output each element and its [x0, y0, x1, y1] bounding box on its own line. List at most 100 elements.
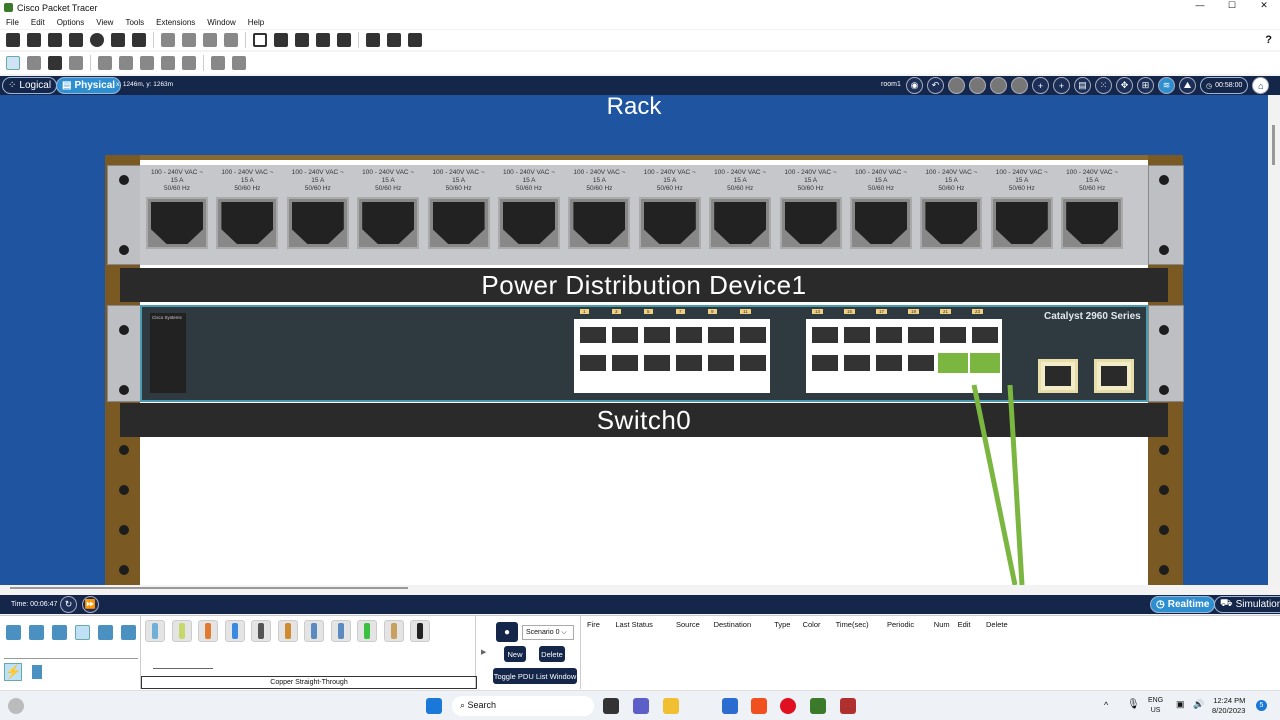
- back-icon[interactable]: ↶: [927, 77, 944, 94]
- menu-file[interactable]: File: [6, 17, 19, 27]
- maximize-button[interactable]: ☐: [1227, 0, 1237, 10]
- activity-icon[interactable]: [132, 33, 146, 47]
- undo-icon[interactable]: [203, 33, 217, 47]
- note-icon[interactable]: [98, 56, 112, 70]
- multiuser-category-icon[interactable]: [121, 625, 136, 640]
- inspect-icon[interactable]: [27, 56, 41, 70]
- fastethernet-port-12[interactable]: [738, 353, 768, 373]
- grid-icon[interactable]: ⁙: [1095, 77, 1112, 94]
- logical-tab[interactable]: ⁘Logical: [2, 77, 58, 94]
- gigabit-port-1[interactable]: [1038, 359, 1078, 393]
- fastethernet-port-7[interactable]: [674, 325, 704, 345]
- cable-type-icon[interactable]: [357, 620, 377, 642]
- microphone-icon[interactable]: 🎙: [1127, 699, 1140, 710]
- fastethernet-port-15[interactable]: [842, 325, 872, 345]
- brave-icon[interactable]: [751, 698, 767, 714]
- fastethernet-port-14[interactable]: [810, 353, 840, 373]
- components-category-icon[interactable]: [52, 625, 67, 640]
- info-icon[interactable]: [90, 33, 104, 47]
- fastethernet-port-18[interactable]: [874, 353, 904, 373]
- print-icon[interactable]: [69, 33, 83, 47]
- fastethernet-port-17[interactable]: [874, 325, 904, 345]
- cable-port22[interactable]: [971, 384, 1018, 585]
- opera-icon[interactable]: [780, 698, 796, 714]
- volume-icon[interactable]: 🔊: [1193, 699, 1205, 709]
- redo-icon[interactable]: [224, 33, 238, 47]
- close-button[interactable]: ✕: [1260, 0, 1268, 10]
- store-icon[interactable]: [722, 698, 738, 714]
- vertical-scrollbar[interactable]: [1268, 95, 1280, 585]
- drawing-palette-icon[interactable]: [316, 33, 330, 47]
- new-building-icon[interactable]: [969, 77, 986, 94]
- widgets-icon[interactable]: [8, 698, 24, 714]
- cable-type-icon[interactable]: [383, 620, 404, 642]
- minimize-button[interactable]: —: [1195, 0, 1205, 10]
- list-icon[interactable]: ▤: [1074, 77, 1091, 94]
- search-box[interactable]: ⌕ Search: [452, 696, 594, 716]
- paste-icon[interactable]: [182, 33, 196, 47]
- save-icon[interactable]: [48, 33, 62, 47]
- task-view-icon[interactable]: [603, 698, 619, 714]
- fastethernet-port-23[interactable]: [970, 325, 1000, 345]
- open-icon[interactable]: [27, 33, 41, 47]
- help-button[interactable]: ?: [1265, 34, 1272, 46]
- fastethernet-port-3[interactable]: [610, 325, 640, 345]
- custom-device-icon[interactable]: [337, 33, 351, 47]
- scenario-info-icon[interactable]: ●: [496, 622, 518, 642]
- simulation-tab[interactable]: ⛟Simulation: [1214, 596, 1280, 613]
- home-icon[interactable]: ⌂: [1252, 77, 1270, 94]
- cluster-icon[interactable]: [387, 33, 401, 47]
- new-shelf-icon[interactable]: +: [1053, 77, 1070, 94]
- delete-icon[interactable]: [48, 56, 62, 70]
- new-rack-icon[interactable]: [1011, 77, 1028, 94]
- copy-icon[interactable]: [161, 33, 175, 47]
- cable-port24[interactable]: [1007, 384, 1025, 585]
- select-icon[interactable]: [6, 56, 20, 70]
- connections-category-icon[interactable]: ⚡: [4, 663, 22, 681]
- power-cycle-icon[interactable]: ↻: [60, 596, 77, 613]
- wireless-icon[interactable]: ≋: [1158, 77, 1175, 94]
- fastethernet-port-1[interactable]: [578, 325, 608, 345]
- cable-scrollbar[interactable]: [153, 668, 213, 669]
- fastethernet-port-2[interactable]: [578, 353, 608, 373]
- fastethernet-port-13[interactable]: [810, 325, 840, 345]
- components-icon[interactable]: [32, 665, 42, 679]
- cable-type-icon[interactable]: [410, 620, 430, 642]
- cable-type-icon[interactable]: [330, 620, 351, 642]
- start-icon[interactable]: [426, 698, 442, 714]
- rectangle-icon[interactable]: [140, 56, 154, 70]
- fastethernet-port-16[interactable]: [842, 353, 872, 373]
- new-table-icon[interactable]: +: [1032, 77, 1049, 94]
- delete-scenario-button[interactable]: Delete: [539, 646, 565, 662]
- cable-type-icon[interactable]: [198, 620, 218, 642]
- complex-pdu-icon[interactable]: [232, 56, 246, 70]
- wizard-icon[interactable]: [111, 33, 125, 47]
- new-closet-icon[interactable]: [990, 77, 1007, 94]
- fastethernet-port-5[interactable]: [642, 325, 672, 345]
- chat-icon[interactable]: [633, 698, 649, 714]
- scenario-select[interactable]: Scenario 0 ⌵: [522, 625, 574, 640]
- new-scenario-button[interactable]: New: [504, 646, 526, 662]
- resize-icon[interactable]: [69, 56, 83, 70]
- menu-tools[interactable]: Tools: [125, 17, 145, 27]
- timer-button[interactable]: ◷00:58:00: [1200, 77, 1249, 94]
- menu-help[interactable]: Help: [247, 17, 265, 27]
- tiles-icon[interactable]: ⊞: [1137, 77, 1154, 94]
- network-devices-category-icon[interactable]: [6, 625, 21, 640]
- line-icon[interactable]: [119, 56, 133, 70]
- cable-type-icon[interactable]: [277, 620, 298, 642]
- fastethernet-port-10[interactable]: [706, 353, 736, 373]
- menu-view[interactable]: View: [96, 17, 114, 27]
- fastethernet-port-9[interactable]: [706, 325, 736, 345]
- gigabit-port-2[interactable]: [1094, 359, 1134, 393]
- fastethernet-port-19[interactable]: [906, 325, 936, 345]
